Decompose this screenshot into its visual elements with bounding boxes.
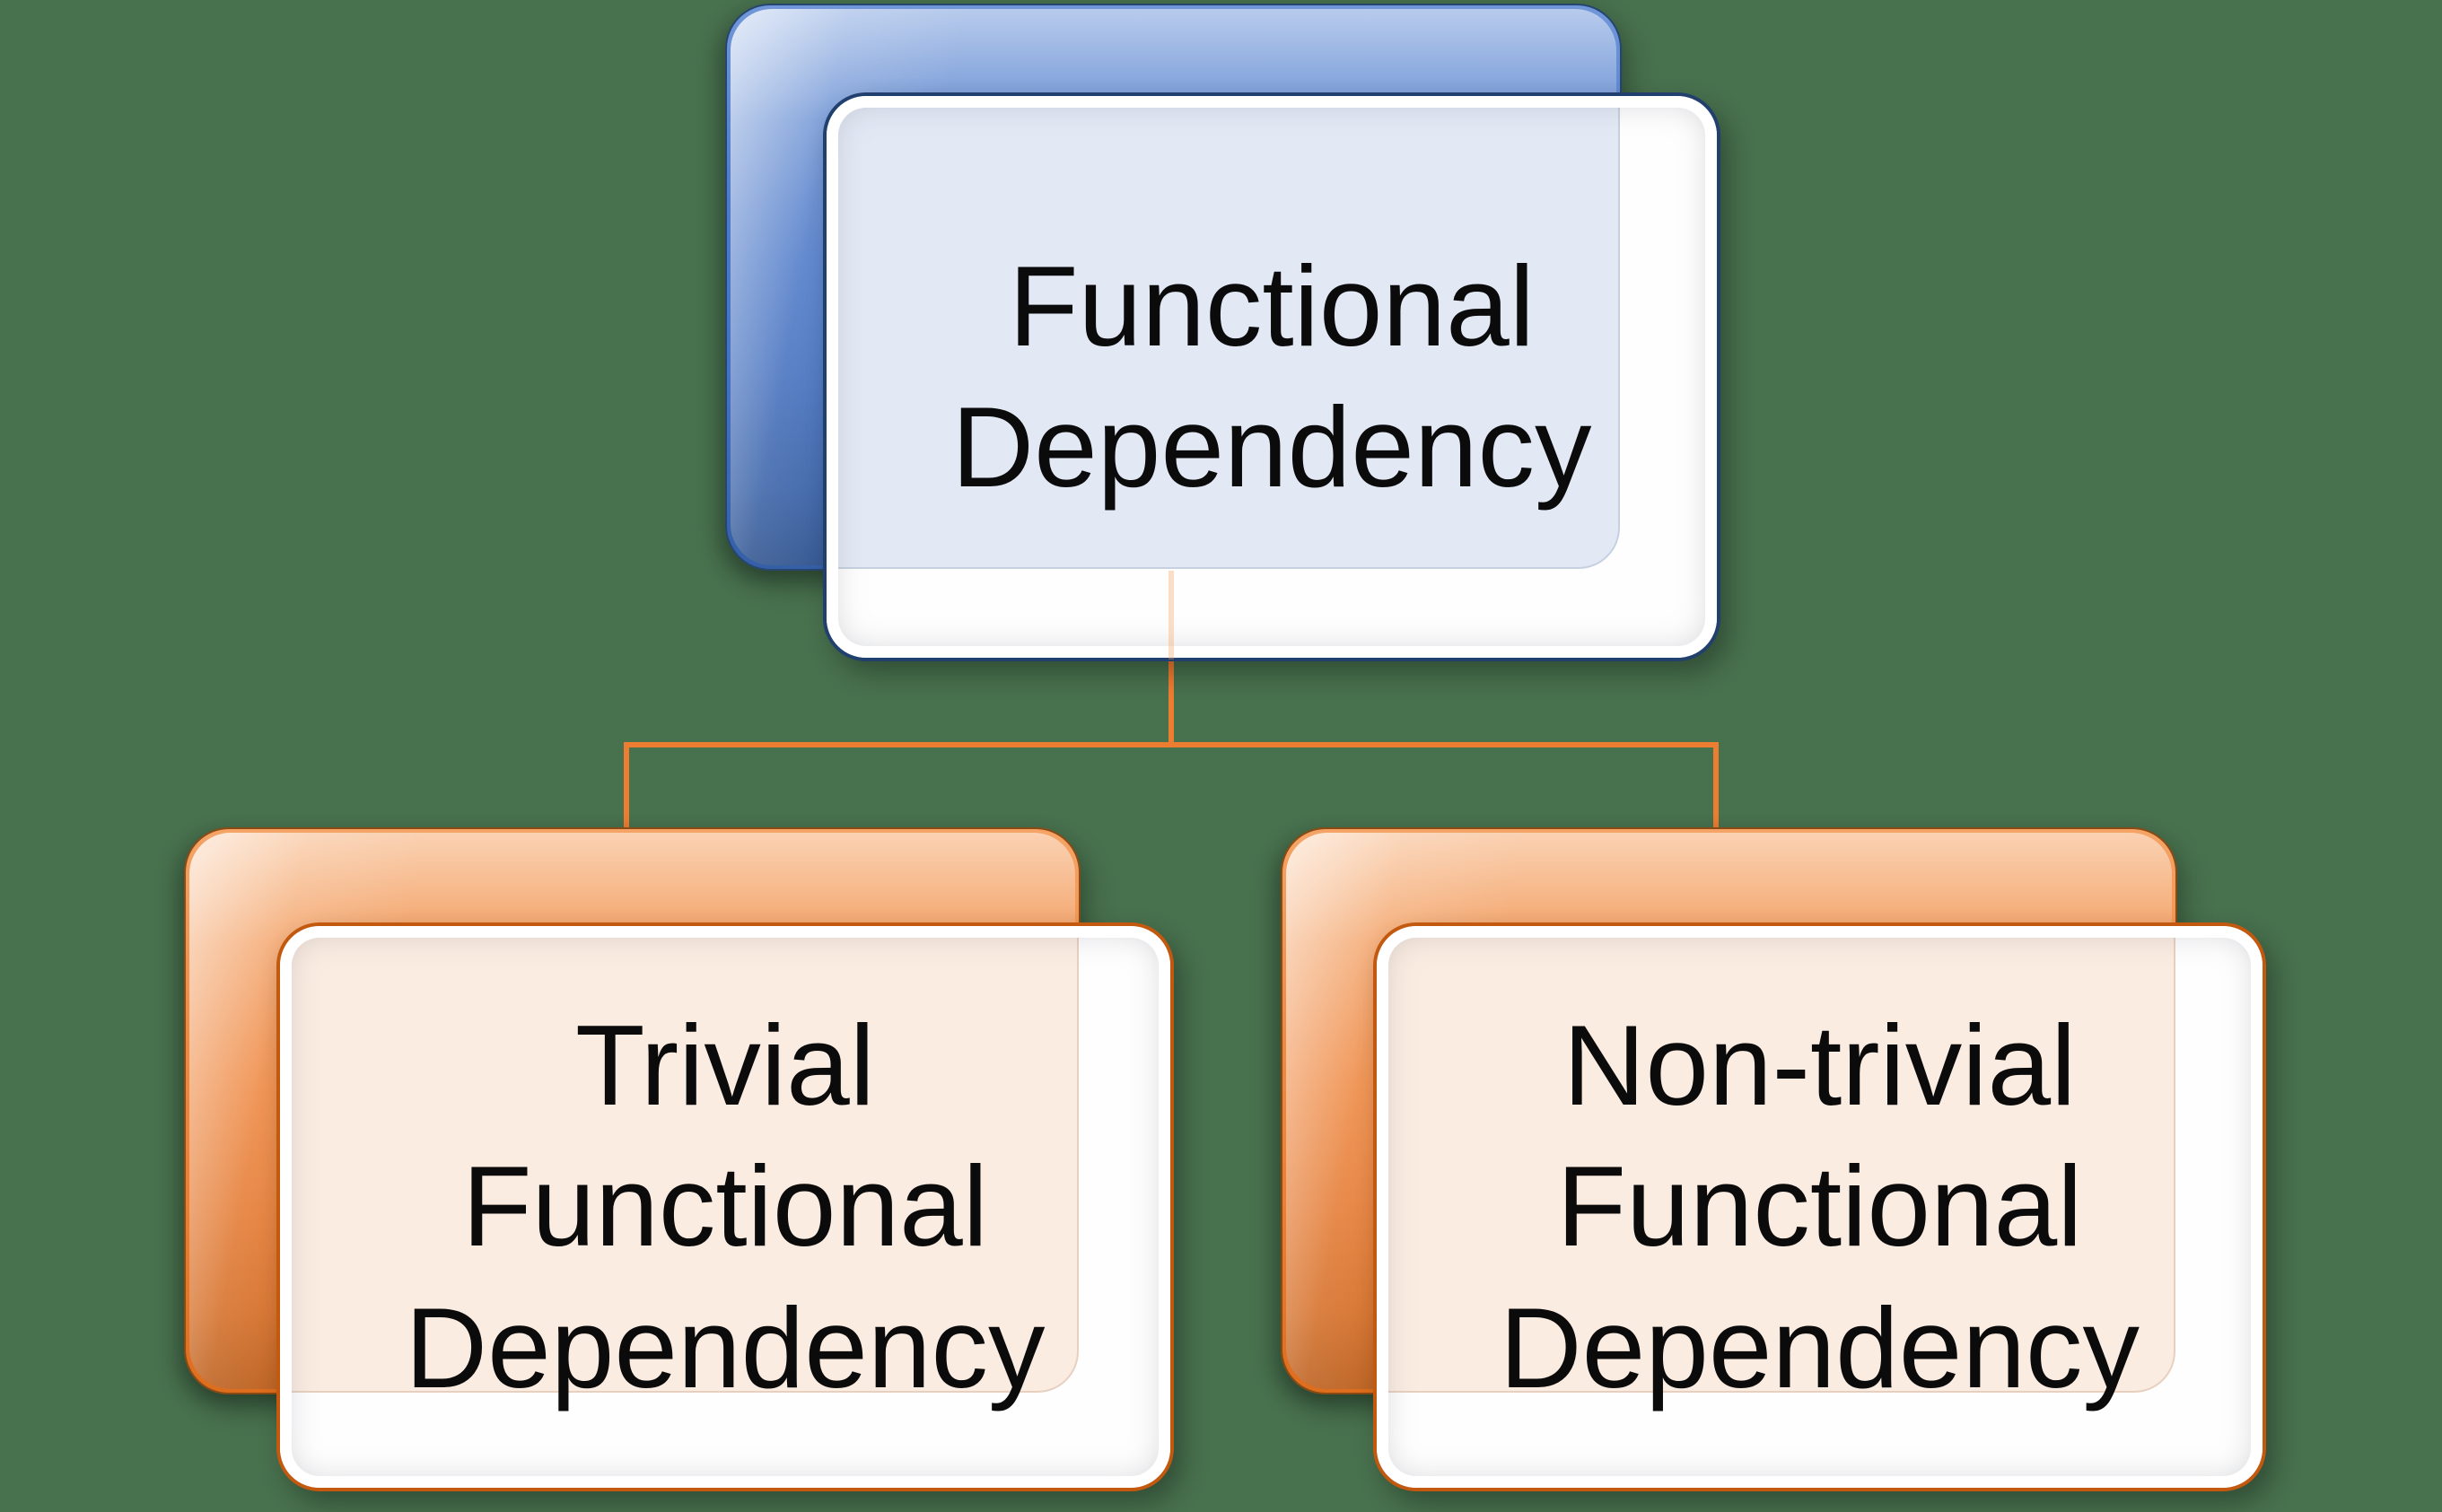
- root-label-line-2: Dependency: [951, 383, 1592, 511]
- nontrivial-label-line-1: Non-trivial: [1562, 1001, 2077, 1129]
- trivial-label-line-3: Dependency: [405, 1283, 1046, 1411]
- nontrivial-label-line-3: Dependency: [1499, 1283, 2140, 1411]
- trivial-node-card: Trivial Functional Dependency: [276, 922, 1174, 1491]
- nontrivial-node-card: Non-trivial Functional Dependency: [1373, 922, 2266, 1491]
- root-node-label: Functional Dependency: [951, 236, 1591, 519]
- root-label-line-1: Functional: [1009, 241, 1535, 370]
- root-node-card: Functional Dependency: [823, 92, 1720, 661]
- connector-right-drop: [1713, 742, 1719, 829]
- connector-left-drop: [624, 742, 629, 829]
- nontrivial-label-line-2: Functional: [1556, 1142, 2083, 1271]
- trivial-label-line-1: Trivial: [575, 1001, 875, 1129]
- nontrivial-node-label: Non-trivial Functional Dependency: [1500, 995, 2140, 1419]
- connector-root-stem: [1168, 661, 1174, 747]
- connector-horizontal-bar: [624, 742, 1719, 747]
- connector-ghost-through-card: [1168, 571, 1174, 660]
- trivial-label-line-2: Functional: [462, 1142, 988, 1271]
- trivial-node-label: Trivial Functional Dependency: [405, 995, 1045, 1419]
